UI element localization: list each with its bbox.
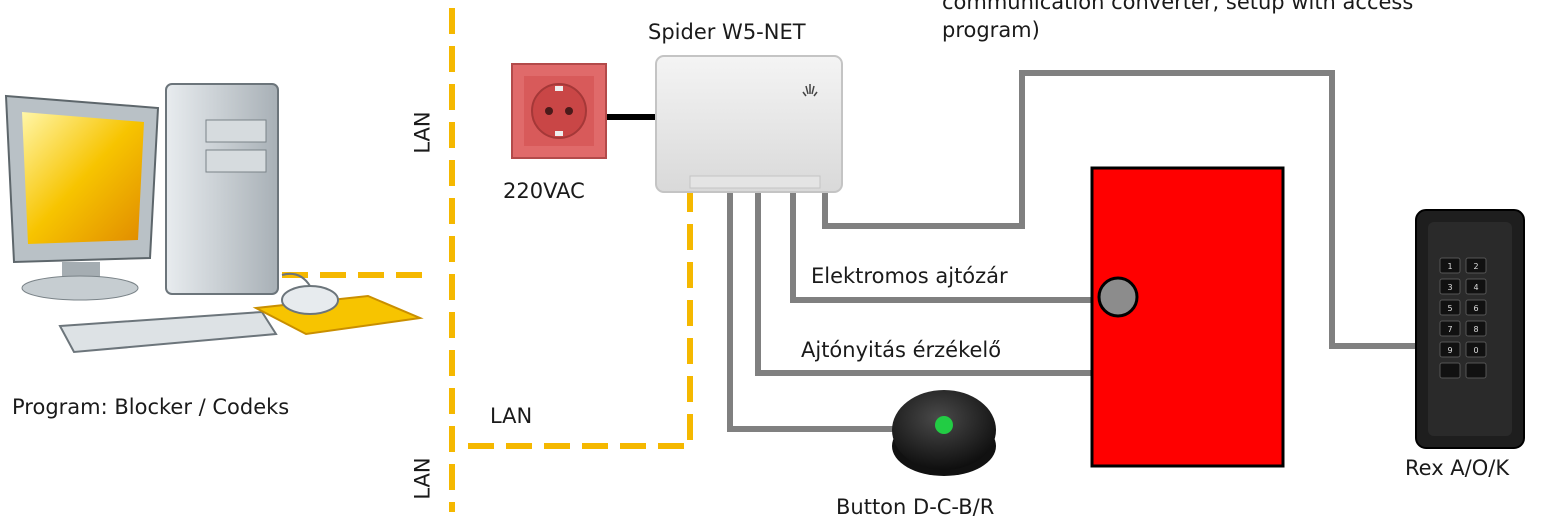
lock-label: Elektromos ajtózár — [811, 264, 1008, 288]
top-note-line1: communication converter, setup with acce… — [942, 0, 1414, 14]
keypad-key-label: 0 — [1473, 346, 1478, 355]
keypad-key-label: 3 — [1447, 283, 1452, 292]
keypad-key — [1465, 320, 1487, 337]
logo-icon — [802, 84, 818, 97]
tower — [165, 83, 279, 295]
keypad-key-label: 2 — [1473, 262, 1478, 271]
wire-button — [727, 188, 896, 432]
lan-label-upper: LAN — [410, 111, 435, 154]
keypad-key-label: 5 — [1447, 304, 1452, 313]
button-label: Button D-C-B/R — [836, 495, 995, 519]
mouse — [281, 285, 339, 315]
power-socket-icon — [511, 63, 607, 159]
wire-sensor — [755, 188, 1092, 376]
keypad-key — [1439, 257, 1461, 274]
keypad-key — [1439, 320, 1461, 337]
keypad-key — [1465, 341, 1487, 358]
controller-label: Spider W5-NET — [648, 20, 806, 44]
reader-label: Rex A/O/K — [1405, 456, 1510, 480]
program-label: Program: Blocker / Codeks — [12, 395, 290, 419]
keypad-key — [1439, 362, 1461, 379]
computer-icon — [4, 83, 424, 354]
exit-button-icon — [892, 390, 996, 476]
keypad-key-label: 6 — [1473, 304, 1478, 313]
wire-lock — [790, 188, 1104, 303]
keypad-reader-icon: 1 2 3 4 5 6 7 8 9 0 — [1415, 209, 1525, 449]
keypad-key — [1439, 299, 1461, 316]
keypad-key — [1439, 278, 1461, 295]
signal-wires — [727, 70, 1418, 432]
keypad-key — [1465, 299, 1487, 316]
sensor-label: Ajtónyitás érzékelő — [801, 338, 1002, 362]
wire-reader — [822, 70, 1418, 349]
keypad-key-label: 8 — [1473, 325, 1478, 334]
lan-label-lower: LAN — [410, 457, 435, 500]
keypad-keys: 1 2 3 4 5 6 7 8 9 0 — [1439, 257, 1487, 379]
keyboard — [58, 310, 278, 354]
lan-cables — [282, 8, 693, 512]
keypad-key-label: 9 — [1447, 346, 1452, 355]
monitor-screen — [22, 112, 144, 244]
door-lock-knob — [1097, 276, 1139, 318]
power-label: 220VAC — [503, 179, 585, 203]
keypad-key — [1465, 362, 1487, 379]
keypad-key-label: 1 — [1447, 262, 1452, 271]
door — [1090, 166, 1285, 468]
lan-label-horizontal: LAN — [490, 404, 533, 428]
keypad-key — [1439, 341, 1461, 358]
keypad-key — [1465, 278, 1487, 295]
button-led — [935, 416, 953, 434]
keypad-key-label: 4 — [1473, 283, 1478, 292]
controller-box — [655, 55, 843, 193]
lan-controller-link — [468, 190, 693, 449]
top-note-line2: program) — [942, 18, 1040, 42]
keypad-key-label: 7 — [1447, 325, 1452, 334]
keypad-key — [1465, 257, 1487, 274]
